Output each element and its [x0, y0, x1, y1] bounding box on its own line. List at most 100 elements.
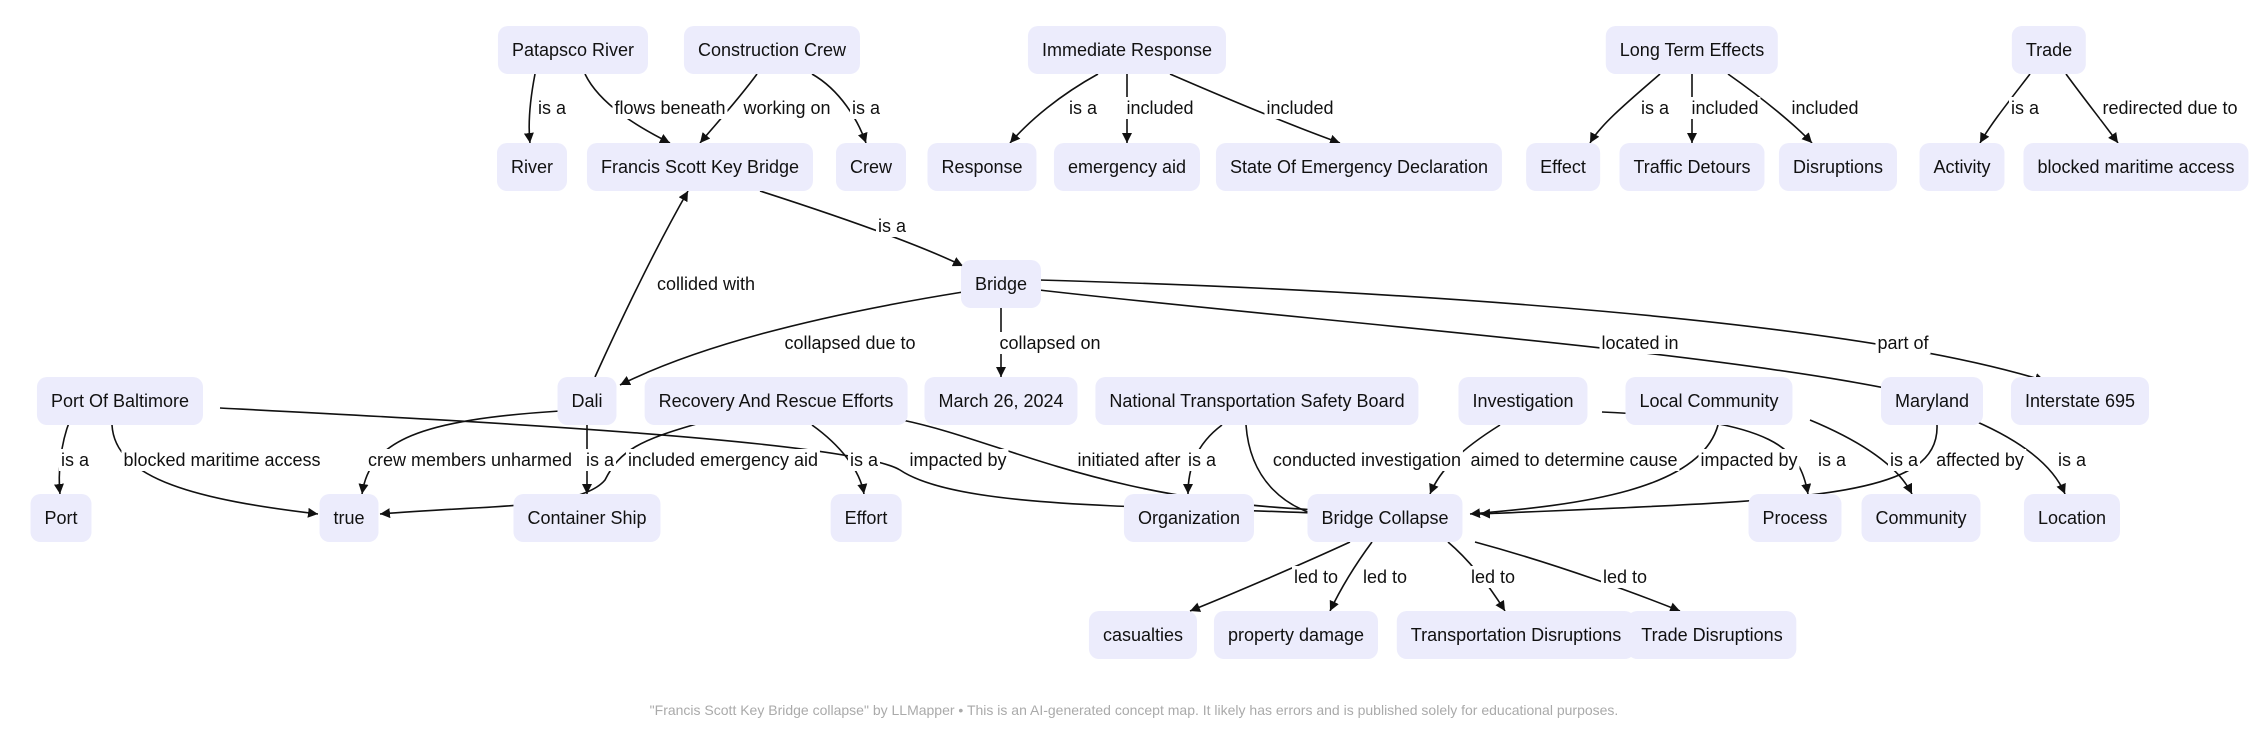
edge-fskb-to-bridge [759, 190, 964, 267]
node-fskb: Francis Scott Key Bridge [586, 143, 814, 191]
edge-label: is a [2008, 97, 2042, 119]
node-tradedis: Trade Disruptions [1627, 611, 1797, 659]
node-longterm: Long Term Effects [1605, 26, 1779, 74]
node-response: Response [927, 143, 1037, 191]
node-effort: Effort [830, 494, 902, 542]
edge-community_src-to-community [1809, 419, 1913, 495]
node-aid: emergency aid [1053, 143, 1201, 191]
node-disruptions: Disruptions [1778, 143, 1898, 191]
edge-label: is a [875, 215, 909, 237]
node-dali: Dali [557, 377, 617, 425]
node-trade: Trade [2011, 26, 2087, 74]
edge-label: impacted by [1698, 449, 1800, 471]
edge-label: included emergency aid [625, 449, 821, 471]
node-ship: Container Ship [513, 494, 661, 542]
node-process: Process [1748, 494, 1842, 542]
node-org: Organization [1123, 494, 1255, 542]
edge-maryland-to-collapse [1479, 424, 1938, 519]
edge-label: working on [741, 97, 833, 119]
edge-bridge-to-maryland [1038, 289, 1896, 393]
edge-label: initiated after [1075, 449, 1183, 471]
edge-immediate-to-soe [1169, 73, 1341, 145]
edge-label: is a [847, 449, 881, 471]
edge-longterm-to-effect [1589, 73, 1661, 144]
node-patapsco: Patapsco River [497, 26, 649, 74]
node-rescue: Recovery And Rescue Efforts [644, 377, 908, 425]
node-activity: Activity [1919, 143, 2005, 191]
edge-label: led to [1600, 566, 1650, 588]
node-soe: State Of Emergency Declaration [1215, 143, 1503, 191]
edge-label: led to [1291, 566, 1341, 588]
node-immediate: Immediate Response [1027, 26, 1227, 74]
edge-label: blocked maritime access [121, 449, 323, 471]
edge-label: is a [1887, 449, 1921, 471]
edge-dali-to-true [358, 410, 561, 495]
edge-label: included [1124, 97, 1196, 119]
edge-collapse-to-tradedis [1474, 541, 1681, 612]
edge-label: located in [1599, 332, 1681, 354]
edge-label: is a [1066, 97, 1100, 119]
node-collapse: Bridge Collapse [1307, 494, 1463, 542]
edge-label: collapsed on [997, 332, 1103, 354]
node-maryland: Maryland [1880, 377, 1984, 425]
edge-patapsco-to-river [523, 73, 536, 144]
node-true: true [319, 494, 379, 542]
edge-longterm-to-disruptions [1727, 73, 1813, 144]
edge-label: is a [583, 449, 617, 471]
edge-maryland-to-location [1974, 420, 2066, 495]
edge-label: aimed to determine cause [1468, 449, 1680, 471]
edge-community_src-to-collapse [1469, 424, 1719, 519]
node-ntsb: National Transportation Safety Board [1095, 377, 1419, 425]
edge-label: collapsed due to [782, 332, 918, 354]
edge-collapse-to-casualties [1189, 541, 1351, 612]
node-crew: Crew [835, 143, 907, 191]
edge-label: led to [1360, 566, 1410, 588]
edge-label: is a [535, 97, 569, 119]
edge-label: is a [58, 449, 92, 471]
node-i695: Interstate 695 [2010, 377, 2150, 425]
edge-trade-to-bma [2065, 73, 2119, 144]
edge-label: included [1789, 97, 1861, 119]
edge-label: crew members unharmed [365, 449, 575, 471]
caption: "Francis Scott Key Bridge collapse" by L… [649, 702, 1619, 718]
edge-label: is a [1185, 449, 1219, 471]
edge-label: is a [849, 97, 883, 119]
edge-rescue-to-true [379, 422, 701, 519]
node-community: Community [1861, 494, 1981, 542]
node-bma: blocked maritime access [2023, 143, 2249, 191]
edge-port_balt-to-true [111, 424, 319, 518]
node-crew-src: Construction Crew [683, 26, 861, 74]
edge-rescue-to-effort [811, 424, 868, 495]
node-port: Port [30, 494, 92, 542]
edge-label: affected by [1934, 449, 2026, 471]
node-date: March 26, 2024 [924, 377, 1078, 425]
node-river: River [496, 143, 568, 191]
edge-label: led to [1468, 566, 1518, 588]
edge-label: impacted by [907, 449, 1009, 471]
edge-bridge-to-dali [619, 291, 964, 386]
edge-label: is a [2055, 449, 2089, 471]
edge-label: conducted investigation [1270, 449, 1464, 471]
edge-immediate-to-response [1009, 73, 1099, 144]
edge-crew_src-to-crew [811, 73, 868, 144]
edge-collapse-to-damage [1329, 541, 1373, 612]
node-damage: property damage [1213, 611, 1379, 659]
edge-label: collided with [654, 273, 758, 295]
edge-label: included [1689, 97, 1761, 119]
edge-bridge-to-i695 [1038, 279, 2046, 383]
edge-trade-to-activity [1979, 73, 2031, 144]
node-community-src: Local Community [1625, 377, 1793, 425]
node-location: Location [2023, 494, 2121, 542]
node-transport: Transportation Disruptions [1396, 611, 1636, 659]
edge-dali-to-fskb [594, 190, 689, 378]
node-casualties: casualties [1088, 611, 1198, 659]
node-investigation: Investigation [1458, 377, 1588, 425]
edge-label: is a [1815, 449, 1849, 471]
edge-label: flows beneath [612, 97, 728, 119]
edge-label: is a [1638, 97, 1672, 119]
node-port-balt: Port Of Baltimore [36, 377, 204, 425]
node-bridge: Bridge [960, 260, 1042, 308]
node-detours: Traffic Detours [1619, 143, 1765, 191]
edge-label: redirected due to [2100, 97, 2240, 119]
